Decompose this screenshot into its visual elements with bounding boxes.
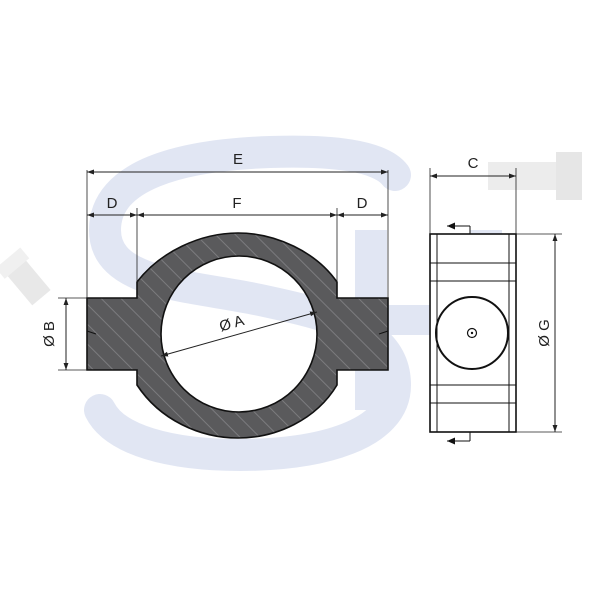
nozzle-icon-left (0, 247, 51, 306)
dimension-f-d: D F D (87, 195, 388, 282)
dimension-c: C (429, 155, 517, 234)
label-c: C (468, 155, 479, 172)
dimension-a: Ø A (160, 311, 318, 357)
right-notch (378, 330, 389, 335)
clamp-side-view (429, 222, 517, 445)
label-a: Ø A (217, 312, 246, 335)
label-f: F (232, 195, 241, 212)
dimension-e: E (86, 151, 389, 298)
label-d-right: D (357, 195, 368, 212)
label-g: Ø G (536, 319, 553, 347)
label-d-left: D (107, 195, 118, 212)
left-notch (86, 330, 97, 335)
dimension-b: Ø B (41, 297, 87, 371)
label-e: E (233, 151, 243, 168)
side-view-bore (435, 296, 509, 370)
label-b: Ø B (41, 321, 58, 347)
clamp-section-view (86, 232, 389, 439)
dimension-g: Ø G (516, 233, 562, 433)
